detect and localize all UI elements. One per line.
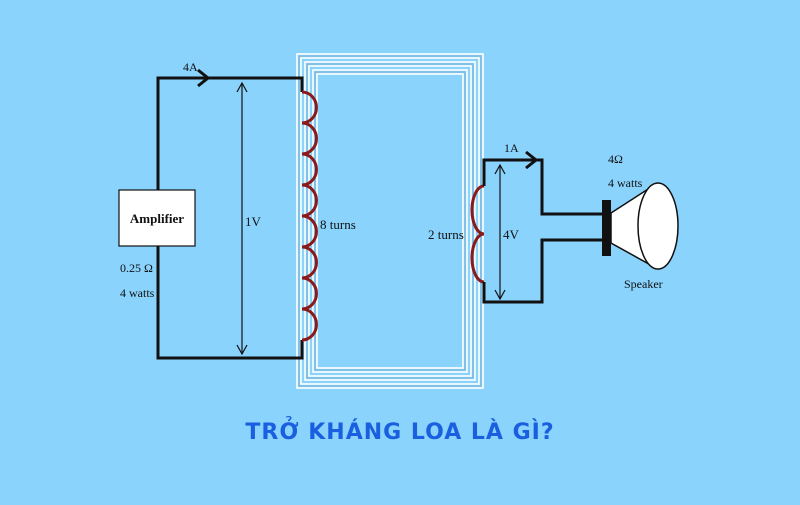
secondary-coil [470, 184, 485, 284]
secondary-voltage-arrow [494, 163, 506, 301]
secondary-current-label: 1A [504, 141, 519, 155]
amplifier-label: Amplifier [130, 211, 184, 226]
secondary-wires [482, 158, 604, 304]
speaker-icon [602, 182, 679, 270]
amplifier-box [118, 189, 196, 247]
page-caption: TRỞ KHÁNG LOA LÀ GÌ? [245, 420, 555, 445]
speaker-impedance: 4Ω [608, 152, 623, 166]
secondary-turns-label: 2 turns [428, 227, 464, 242]
primary-current-arrow [197, 68, 211, 88]
primary-voltage-label: 1V [245, 214, 262, 229]
speaker-label: Speaker [624, 277, 663, 291]
primary-turns-label: 8 turns [320, 217, 356, 232]
primary-wires [156, 76, 304, 360]
secondary-current-arrow [525, 150, 539, 170]
primary-voltage-arrow [236, 81, 248, 356]
primary-coil [301, 90, 318, 342]
amplifier-impedance: 0.25 Ω [120, 261, 153, 275]
amplifier-power: 4 watts [120, 286, 155, 300]
secondary-voltage-label: 4V [503, 227, 520, 242]
primary-current-label: 4A [183, 60, 198, 74]
speaker-power: 4 watts [608, 176, 643, 190]
